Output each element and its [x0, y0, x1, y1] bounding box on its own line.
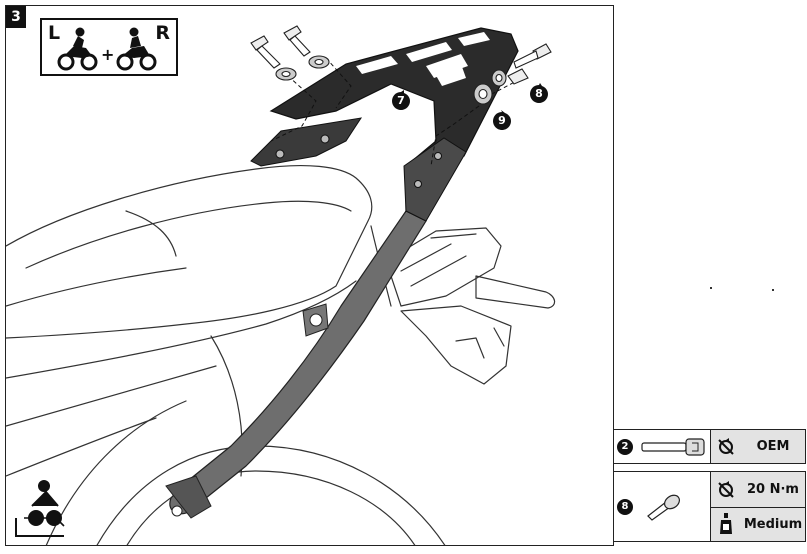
- callout-8: 8: [528, 83, 550, 105]
- stray-mark: [772, 289, 774, 291]
- legend-spec-cell: 20 N·m Medium: [710, 472, 805, 541]
- callout-9: 9: [491, 110, 513, 132]
- side-rail: [169, 210, 427, 515]
- part-number-badge: 2: [617, 439, 633, 455]
- short-bolt-icon: [647, 494, 681, 521]
- mount-plate: [250, 117, 363, 167]
- indicator-right: [475, 275, 556, 309]
- right-side-label: R: [155, 22, 170, 44]
- part-number-badge: 8: [617, 499, 633, 515]
- license-bracket: [400, 305, 512, 385]
- legend-part-2: 2 OEM: [613, 429, 806, 464]
- spec-row-threadlocker: Medium: [711, 507, 805, 541]
- spec-row-torque: OEM: [711, 430, 805, 463]
- install-side-icon: [15, 480, 65, 537]
- torque-crossed-icon: [718, 437, 734, 455]
- tail-light: [385, 227, 502, 307]
- torque-icon: [718, 480, 734, 498]
- legend-part-cell: 2: [614, 430, 710, 463]
- legend-part-cell: 8: [614, 472, 710, 541]
- left-right-sides-box: L + R: [40, 18, 178, 76]
- right-rider-icon: [116, 27, 157, 71]
- left-side-label: L: [48, 22, 61, 44]
- long-bolt-icon: [641, 438, 705, 456]
- callout-7: 7: [390, 90, 412, 112]
- left-rider-icon: [57, 27, 98, 71]
- right-bolts: [473, 43, 552, 105]
- callout-9-marker-icon: [493, 110, 511, 130]
- instruction-panel: 3 L + R 7 8 9: [5, 5, 614, 546]
- plus-sign: +: [101, 45, 115, 64]
- callout-8-marker-icon: [530, 83, 548, 103]
- stray-mark: [710, 287, 712, 289]
- spec-value: 20 N·m: [747, 482, 799, 497]
- callout-7-marker-icon: [392, 90, 410, 110]
- threadlocker-icon: [720, 513, 732, 534]
- top-rack: [269, 27, 519, 213]
- legend-part-8: 8 20 N·m Medi: [613, 471, 806, 542]
- motorcycle-rack-illustration: [6, 25, 556, 545]
- spec-value: Medium: [743, 516, 803, 532]
- seat-outline: [6, 164, 373, 339]
- spec-value: OEM: [756, 439, 790, 454]
- step-number-badge: 3: [6, 6, 26, 28]
- top-bolts: [250, 25, 330, 81]
- spec-row-torque: 20 N·m: [711, 472, 805, 508]
- legend-spec-cell: OEM: [710, 430, 805, 463]
- wheel-outline: [96, 445, 446, 545]
- tail-body: [6, 280, 357, 379]
